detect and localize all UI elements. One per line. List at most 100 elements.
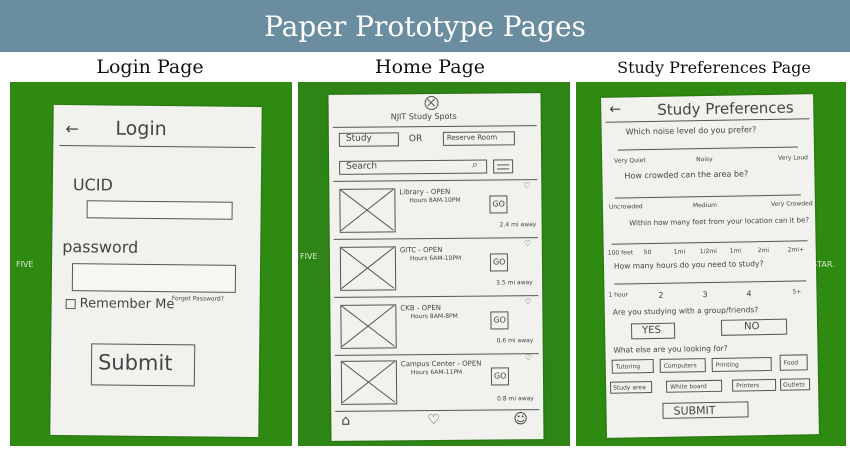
- go-label: GO: [492, 257, 506, 267]
- preferences-title: Study Preferences: [657, 98, 794, 119]
- login-photo: ← Login UCID password Remember Me Forgot…: [10, 82, 292, 446]
- spot-image-icon: [339, 246, 397, 291]
- crowd-slider[interactable]: [614, 194, 801, 199]
- option-food[interactable]: Food: [779, 354, 808, 371]
- search-placeholder: Search: [346, 161, 378, 172]
- study-tab[interactable]: Study: [338, 132, 399, 147]
- yes-label: YES: [642, 324, 661, 337]
- go-button[interactable]: GO: [490, 311, 509, 330]
- profile-nav-icon[interactable]: ☺: [513, 411, 529, 428]
- login-submit-label: Submit: [97, 350, 173, 376]
- spot-distance: 2.4 mi away: [499, 221, 537, 229]
- spot-divider: [333, 237, 538, 240]
- favorites-nav-icon[interactable]: ♡: [427, 411, 440, 429]
- option-computers[interactable]: Computers: [659, 358, 706, 373]
- background-star-text: STAR.: [812, 260, 835, 269]
- login-submit-button[interactable]: Submit: [90, 343, 196, 387]
- heart-icon[interactable]: ♡: [523, 181, 531, 191]
- distance-tick-label: 2mi: [757, 246, 770, 255]
- go-button[interactable]: GO: [489, 195, 508, 214]
- go-button[interactable]: GO: [489, 253, 509, 272]
- forgot-password-link[interactable]: Forgot Password?: [171, 295, 224, 303]
- noise-left-label: Very Quiet: [614, 157, 646, 165]
- question-group: Are you studying with a group/friends?: [612, 305, 759, 317]
- no-button[interactable]: NO: [720, 318, 788, 336]
- preferences-submit-label: SUBMIT: [673, 403, 716, 418]
- hours-tick-label: 2: [658, 290, 664, 300]
- distance-tick-label: 1mi: [673, 248, 686, 256]
- no-label: NO: [743, 321, 760, 333]
- search-icon: ⌕: [472, 159, 478, 171]
- distance-tick-label: 50: [643, 249, 652, 257]
- crowd-right-label: Very Crowded: [770, 200, 813, 208]
- app-title: NJIT Study Spots: [390, 111, 457, 122]
- remember-me-checkbox[interactable]: [65, 299, 76, 310]
- background-five-text: FIVE: [16, 260, 34, 269]
- password-label: password: [62, 237, 139, 257]
- question-features: What else are you looking for?: [613, 343, 728, 355]
- question-noise: Which noise level do you prefer?: [625, 125, 757, 137]
- back-arrow-icon[interactable]: ←: [65, 119, 79, 139]
- yes-button[interactable]: YES: [630, 322, 676, 340]
- heart-icon[interactable]: ♡: [524, 353, 533, 363]
- go-label: GO: [493, 371, 507, 381]
- distance-slider[interactable]: [611, 240, 808, 245]
- home-photo: FIVE NJIT Study Spots Study OR Reserve R…: [298, 82, 570, 446]
- option-printers[interactable]: Printers: [731, 378, 777, 392]
- header-divider: [605, 118, 810, 123]
- reserve-room-tab[interactable]: Reserve Room: [442, 131, 515, 146]
- hours-slider[interactable]: [614, 280, 807, 285]
- option-label: Outlets: [783, 381, 805, 389]
- go-label: GO: [492, 199, 505, 209]
- search-input[interactable]: Search ⌕: [339, 159, 488, 175]
- option-outlets[interactable]: Outlets: [779, 378, 811, 391]
- login-paper: ← Login UCID password Remember Me Forgot…: [50, 104, 262, 438]
- login-page-label: Login Page: [96, 56, 204, 78]
- spot-name: Library - OPEN: [399, 187, 451, 197]
- spot-hours: Hours 6AM-10PM: [409, 254, 462, 263]
- question-crowd: How crowded can the area be?: [624, 169, 749, 181]
- noise-mid-label: Noisy: [696, 155, 713, 164]
- search-divider: [333, 179, 538, 182]
- spot-image-icon: [340, 360, 398, 405]
- option-study-area[interactable]: Study area: [610, 381, 653, 394]
- hours-tick-label: 4: [746, 289, 752, 299]
- heart-icon[interactable]: ♡: [523, 239, 532, 249]
- spot-hours: Hours 8AM-10PM: [409, 196, 461, 205]
- spot-image-icon: [339, 188, 396, 233]
- question-distance: Within how many feet from your location …: [629, 216, 810, 228]
- option-tutoring[interactable]: Tutoring: [611, 358, 654, 374]
- option-printing[interactable]: Printing: [711, 356, 772, 372]
- option-label: White board: [670, 383, 707, 391]
- spot-distance: 0.8 mi away: [497, 395, 534, 403]
- go-button[interactable]: GO: [490, 367, 510, 386]
- or-text: OR: [408, 134, 423, 145]
- spot-hours: Hours 8AM-8PM: [410, 312, 458, 321]
- home-nav-icon[interactable]: ⌂: [341, 412, 351, 429]
- spot-name: Campus Center - OPEN: [400, 359, 482, 369]
- filter-menu-icon[interactable]: [493, 159, 514, 174]
- distance-tick-label: 100 feet: [607, 249, 634, 257]
- logo-icon: [424, 95, 439, 111]
- back-arrow-icon[interactable]: ←: [609, 101, 622, 118]
- password-field[interactable]: [71, 263, 237, 293]
- page-banner-title: Paper Prototype Pages: [0, 0, 850, 52]
- hours-tick-label: 3: [702, 290, 708, 300]
- spot-image-icon: [340, 304, 397, 349]
- spot-divider: [334, 295, 539, 298]
- hours-tick-label: 5+: [792, 288, 802, 296]
- remember-me-label: Remember Me: [79, 296, 175, 313]
- option-label: Food: [783, 359, 799, 367]
- background-five-text-home: FIVE: [300, 252, 318, 261]
- go-label: GO: [493, 315, 507, 325]
- option-white-board[interactable]: White board: [665, 379, 723, 393]
- hours-tick-label: 1 hour: [608, 291, 629, 299]
- ucid-field[interactable]: [86, 200, 233, 220]
- preferences-submit-button[interactable]: SUBMIT: [662, 401, 749, 419]
- spot-distance: 0.6 mi away: [496, 337, 534, 345]
- noise-slider[interactable]: [617, 146, 798, 151]
- home-paper: NJIT Study Spots Study OR Reserve Room S…: [328, 93, 544, 441]
- spot-divider: [334, 353, 539, 356]
- login-header-divider: [59, 144, 256, 149]
- heart-icon[interactable]: ♡: [524, 297, 532, 307]
